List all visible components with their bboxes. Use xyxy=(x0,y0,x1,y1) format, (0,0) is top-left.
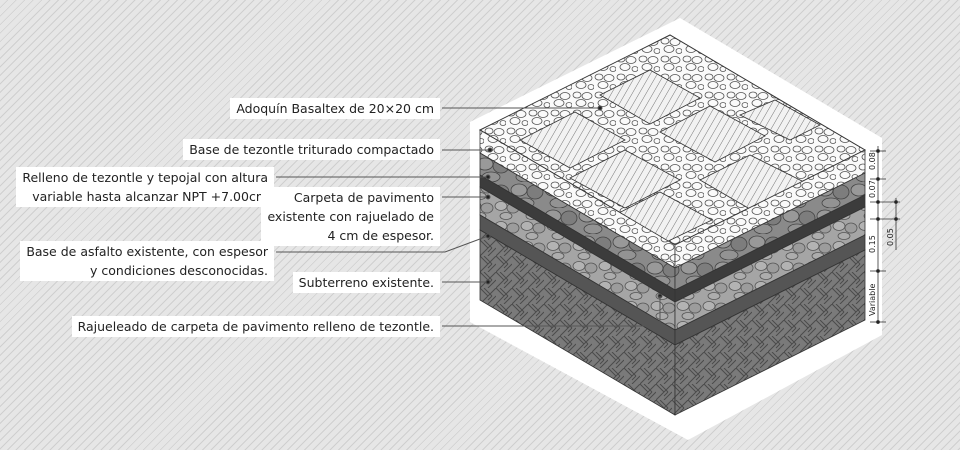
label-carpeta-line2: existente con rajuelado de xyxy=(267,209,434,224)
label-relleno-line2: variable hasta alcanzar NPT +7.00cm xyxy=(32,189,268,204)
dimension-lines xyxy=(870,146,900,324)
dim-0-08: 0.08 xyxy=(868,152,877,170)
label-asfalto-line2: y condiciones desconocidas. xyxy=(90,263,268,278)
label-carpeta: Carpeta de pavimento existente con rajue… xyxy=(261,187,440,246)
label-rajueleado: Rajueleado de carpeta de pavimento relle… xyxy=(71,316,440,337)
paver-tiles xyxy=(519,69,821,246)
label-carpeta-line3: 4 cm de espesor. xyxy=(327,228,434,243)
label-base-tezontle: Base de tezontle triturado compactado xyxy=(183,139,440,160)
label-relleno-line1: Relleno de tezontle y tepojal con altura xyxy=(22,170,268,185)
label-adoquin: Adoquín Basaltex de 20×20 cm xyxy=(230,98,440,119)
label-subterreno: Subterreno existente. xyxy=(292,272,440,293)
dim-variable: Variable xyxy=(868,284,877,316)
dim-0-07: 0.07 xyxy=(868,180,877,198)
right-face xyxy=(674,149,866,416)
label-asfalto: Base de asfalto existente, con espesor y… xyxy=(20,241,274,281)
label-asfalto-line1: Base de asfalto existente, con espesor xyxy=(26,244,268,259)
label-carpeta-line1: Carpeta de pavimento xyxy=(293,190,434,205)
leader-lines xyxy=(276,105,663,327)
dim-0-05: 0.05 xyxy=(886,228,895,246)
label-relleno: Relleno de tezontle y tepojal con altura… xyxy=(16,167,274,207)
left-face xyxy=(479,129,676,416)
dim-0-15: 0.15 xyxy=(868,235,877,253)
